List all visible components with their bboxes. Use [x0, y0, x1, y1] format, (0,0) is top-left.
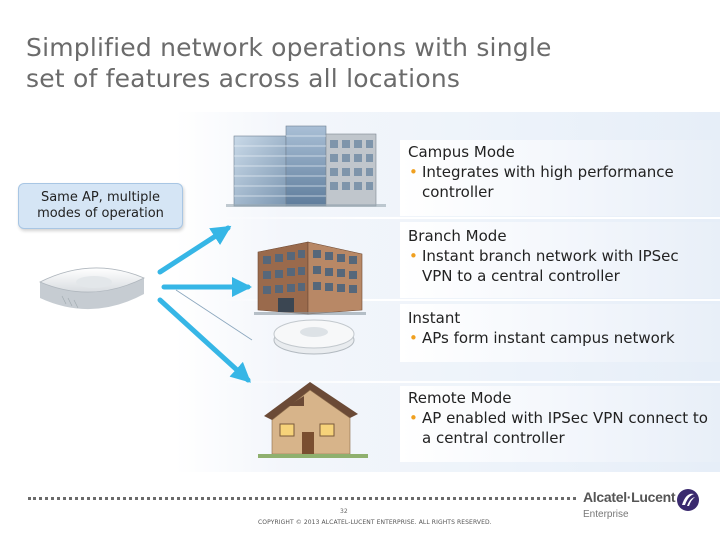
arrow-to-campus [160, 228, 228, 272]
mode-instant: Instant APs form instant campus network [408, 308, 708, 348]
mode-title: Campus Mode [408, 142, 708, 162]
mode-branch: Branch Mode Instant branch network with … [408, 226, 708, 286]
mode-campus: Campus Mode Integrates with high perform… [408, 142, 708, 202]
same-ap-callout: Same AP, multiple modes of operation [18, 183, 183, 229]
copyright-notice: COPYRIGHT © 2013 ALCATEL-LUCENT ENTERPRI… [258, 519, 492, 526]
alcatel-lucent-logo-icon [676, 488, 700, 512]
mode-title: Remote Mode [408, 388, 708, 408]
arrow-to-remote [160, 300, 248, 380]
mode-title: Instant [408, 308, 708, 328]
mode-bullet: Integrates with high performance control… [408, 162, 708, 202]
company-logo-text: Alcatel·Lucent [583, 489, 675, 505]
arrow-to-instant [176, 290, 252, 340]
mode-title: Branch Mode [408, 226, 708, 246]
mode-remote: Remote Mode AP enabled with IPSec VPN co… [408, 388, 708, 448]
mode-bullet: Instant branch network with IPSec VPN to… [408, 246, 708, 286]
footer-dotted-rule [28, 497, 576, 500]
mode-bullet: AP enabled with IPSec VPN connect to a c… [408, 408, 708, 448]
mode-bullet: APs form instant campus network [408, 328, 708, 348]
page-number: 32 [340, 508, 348, 515]
company-logo-subtext: Enterprise [583, 509, 629, 520]
